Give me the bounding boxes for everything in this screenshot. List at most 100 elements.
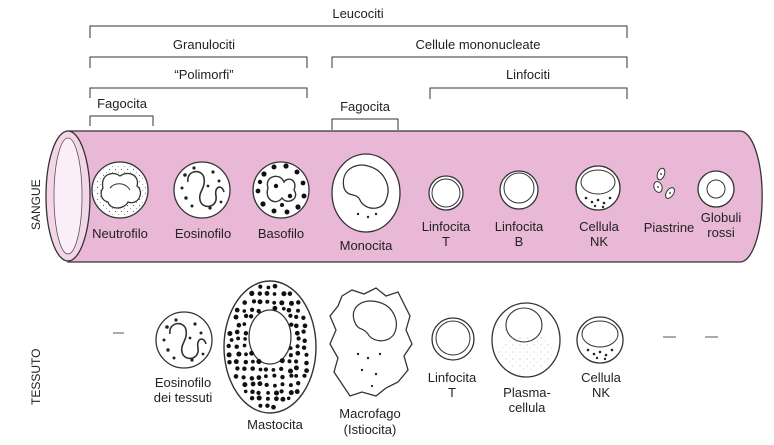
mast-cell-granule (280, 396, 286, 402)
cell-basofilo (252, 161, 310, 219)
cell-monocita (331, 153, 401, 233)
mast-cell-granule (249, 395, 255, 401)
mast-cell-granule (296, 308, 300, 313)
label-linfocita-b-2: B (515, 234, 524, 249)
mast-cell-granule (288, 368, 293, 374)
mast-cell-granule (294, 389, 300, 395)
mast-cell-granule (226, 343, 231, 349)
mast-cell-granule (274, 396, 279, 402)
mast-cell-granule (243, 331, 249, 336)
mast-cell-granule (256, 359, 262, 365)
hierarchy-labels: Leucociti Granulociti Cellule mononuclea… (97, 6, 550, 114)
mast-cell-granule (293, 323, 299, 329)
cell-neutrofilo (91, 161, 149, 219)
mast-cell-granule (234, 344, 239, 349)
mast-cell-granule (264, 290, 270, 296)
cell-eosinofilo-tessuti (155, 311, 213, 369)
mast-cell-granule (242, 343, 247, 348)
mast-cell-granule (288, 383, 293, 388)
mast-cell-granule (256, 308, 261, 314)
mast-cell-granule (250, 381, 256, 387)
mast-cell-granule (266, 391, 270, 395)
mast-cell-granule (296, 336, 301, 341)
label-cellula-nk-1: Cellula (579, 219, 620, 234)
cell-globuli-rossi (697, 170, 735, 208)
mast-cell-granule (243, 337, 247, 341)
mast-cell-granule (287, 291, 293, 296)
mast-cell-granule (234, 307, 240, 313)
label-tessuto: TESSUTO (29, 349, 43, 405)
mast-cell-granule (272, 292, 277, 296)
mast-cell-granule (272, 283, 278, 289)
cell-nk-tissue (576, 316, 624, 364)
cell-eosinofilo (173, 161, 231, 219)
mast-cell-granule (289, 322, 294, 327)
mast-cell-granule (302, 373, 307, 378)
bracket-fagocita-gran (89, 115, 154, 126)
bracket-leucociti (89, 25, 628, 38)
label-fagocita-gran: Fagocita (97, 96, 148, 111)
mast-cell-granule (264, 374, 268, 379)
mast-cell-granule (273, 383, 277, 388)
mast-cell-granule (272, 305, 278, 311)
bracket-granulociti (89, 56, 308, 68)
mast-cell-granule (242, 366, 247, 371)
mast-cell-granule (304, 368, 309, 373)
mast-cell-granule (288, 390, 294, 396)
mast-cell-granule (286, 396, 291, 401)
bracket-cellule-mononucleate (331, 56, 628, 68)
mast-cell-granule (295, 344, 300, 349)
mast-cell-granule (233, 359, 239, 365)
label-leucociti: Leucociti (332, 6, 383, 21)
mast-cell-granule (302, 323, 308, 329)
label-sangue: SANGUE (29, 179, 43, 230)
mast-cell-granule (304, 352, 309, 357)
mast-cell-granule (243, 389, 248, 394)
mast-cell-granule (265, 299, 270, 304)
mast-cell-granule (288, 346, 293, 350)
tissue-dashes (113, 332, 718, 338)
mast-cell-granule (266, 285, 271, 290)
label-plasmacellula-2: cellula (509, 400, 547, 415)
cell-linfocita-b (499, 170, 539, 210)
bracket-linfociti (429, 87, 628, 99)
mast-cell-granule (265, 403, 270, 408)
mast-cell-granule (227, 359, 232, 365)
label-linfocita-t-tissue-2: T (448, 385, 456, 400)
cell-nk-blood (575, 165, 621, 211)
mast-cell-granule (242, 382, 248, 388)
mast-cell-granule (236, 322, 242, 328)
mast-cell-granule (295, 350, 301, 356)
cell-macrofago (329, 287, 413, 397)
label-eosinofilo-tessuti-2: dei tessuti (154, 390, 213, 405)
mast-cell-granule (281, 306, 286, 311)
mast-cell-granule (288, 353, 293, 358)
label-cellula-nk-tissue-2: NK (592, 385, 610, 400)
label-macrofago-1: Macrofago (339, 406, 400, 421)
mast-cell-granule (236, 351, 242, 357)
mast-cell-granule (279, 389, 284, 394)
blood-cell-labels: Neutrofilo Eosinofilo Basofilo Monocita … (92, 210, 741, 253)
mast-cell-granule (256, 375, 262, 380)
mast-cell-granule (301, 315, 306, 320)
label-neutrofilo: Neutrofilo (92, 226, 148, 241)
mast-cell-granule (271, 404, 276, 410)
cell-linfocita-t-tissue (431, 317, 475, 361)
label-plasmacellula-1: Plasma- (503, 385, 551, 400)
mast-cell-granule (256, 390, 261, 396)
label-cellula-nk-tissue-1: Cellula (581, 370, 622, 385)
mast-cell-granule (294, 373, 299, 378)
mast-cell-granule (296, 300, 301, 305)
mast-cell-granule (251, 299, 257, 304)
bracket-fagocita-mono (331, 118, 399, 130)
mast-cell-granule (273, 390, 280, 396)
label-polimorfi: “Polimorfi” (174, 67, 233, 82)
cell-plasmacellula (491, 302, 561, 378)
label-cellule-mononucleate: Cellule mononucleate (415, 37, 540, 52)
mast-cell-granule (258, 284, 263, 289)
label-linfocita-t-1: Linfocita (422, 219, 471, 234)
mast-cell-granule (235, 366, 240, 371)
label-cellula-nk-2: NK (590, 234, 608, 249)
mast-cell-granule (293, 365, 299, 371)
